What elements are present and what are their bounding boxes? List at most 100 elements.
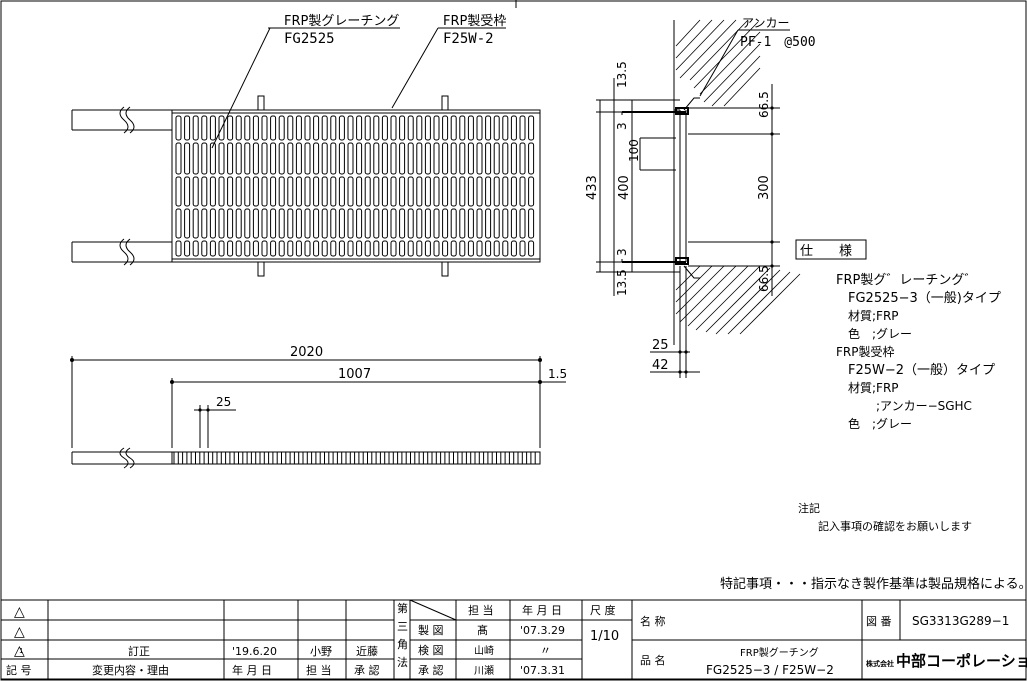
grating-slot — [450, 208, 457, 239]
grating-slot — [528, 176, 535, 207]
grating-slot — [390, 240, 397, 257]
grating-slot — [356, 115, 363, 141]
row-draw: 製 図 — [418, 623, 444, 637]
grating-slot — [252, 240, 259, 257]
grating-slot — [287, 240, 294, 257]
anchor-tab — [257, 95, 265, 111]
col-approve: 承 認 — [354, 663, 380, 677]
grating-slot — [278, 115, 285, 141]
grating-slot — [338, 240, 345, 257]
anchor-tab — [441, 261, 449, 277]
grating-slot — [304, 240, 311, 257]
grating-slot — [407, 240, 414, 257]
dim-1-5: 1.5 — [548, 367, 567, 381]
grating-slot — [467, 115, 474, 141]
grating-slot — [373, 115, 380, 141]
grating-slot — [450, 176, 457, 207]
grating-slot — [235, 208, 242, 239]
side-outline — [171, 451, 541, 465]
grating-slot — [442, 176, 449, 207]
grating-slot — [330, 115, 337, 141]
side-ribs — [173, 452, 536, 464]
grating-slot — [244, 208, 251, 239]
grating-slot — [209, 176, 216, 207]
grating-slot — [304, 176, 311, 207]
grating-slot — [192, 240, 199, 257]
grating-slot — [235, 240, 242, 257]
grating-slot — [209, 208, 216, 239]
grating-outline — [171, 109, 541, 263]
grating-slot — [433, 115, 440, 141]
grating-slot — [459, 115, 466, 141]
grating-slot — [373, 142, 380, 175]
grating-slot — [287, 176, 294, 207]
notes-title: 注記 — [798, 501, 820, 515]
dim-2020: 2020 — [290, 345, 323, 360]
scale-value: 1/10 — [590, 629, 619, 644]
row-check: 検 図 — [418, 643, 444, 657]
spec-title: 仕 様 — [800, 244, 852, 259]
grating-slot — [295, 240, 302, 257]
grating-slot — [261, 142, 268, 175]
grating-slot — [252, 176, 259, 207]
grating-slot — [356, 240, 363, 257]
grating-slot — [347, 142, 354, 175]
grating-slot — [347, 240, 354, 257]
dim-42: 42 — [652, 358, 669, 373]
check-date: 〃 — [540, 644, 551, 657]
grating-slot — [493, 240, 500, 257]
grating-slot — [485, 115, 492, 141]
approve-date: '07.3.31 — [520, 664, 565, 677]
grating-slot — [416, 142, 423, 175]
plan-view: FRP製グレーチング FG2525 FRP製受枠 F25W-2 — [71, 14, 541, 277]
header-charge: 担 当 — [468, 603, 494, 617]
grating-slot — [493, 142, 500, 175]
grating-slot — [356, 142, 363, 175]
grating-slot — [338, 142, 345, 175]
break-mark-bottom — [119, 238, 129, 266]
grating-slot — [424, 240, 431, 257]
spec-line-2: FG2525−3（一般)タイプ — [848, 290, 1001, 306]
grating-slot — [485, 142, 492, 175]
dim-66-5-bottom: 66.5 — [757, 265, 771, 292]
grating-slot — [287, 142, 294, 175]
grating-slot — [227, 115, 234, 141]
col-charge: 担 当 — [306, 663, 332, 677]
grating-slot — [235, 115, 242, 141]
grating-slot — [209, 240, 216, 257]
grating-slot — [399, 208, 406, 239]
grating-slot — [313, 176, 320, 207]
grating-slot — [459, 240, 466, 257]
grating-slot — [227, 240, 234, 257]
grating-slot — [381, 115, 388, 141]
grating-slot — [416, 115, 423, 141]
grating-slot — [528, 142, 535, 175]
grating-slot — [407, 115, 414, 141]
grating-slot — [519, 208, 526, 239]
grating-slot — [270, 240, 277, 257]
grating-slot — [338, 115, 345, 141]
grating-slot — [270, 208, 277, 239]
grating-slot — [295, 176, 302, 207]
grating-slot — [235, 142, 242, 175]
grating-slot — [313, 240, 320, 257]
grating-slot — [381, 176, 388, 207]
grating-slots — [175, 115, 535, 257]
grating-slot — [175, 142, 182, 175]
grating-slot — [244, 115, 251, 141]
grating-slot — [218, 240, 225, 257]
dim-400: 400 — [617, 175, 632, 200]
spec-line-6: F25W−2（一般）タイプ — [848, 362, 995, 378]
grating-slot — [227, 208, 234, 239]
revision-date-3: '19.6.20 — [232, 645, 277, 658]
dim-13-5-top: 13.5 — [615, 61, 629, 88]
label-grating-name: FRP製グレーチング — [284, 14, 399, 29]
grating-slot — [356, 208, 363, 239]
revision-content-3: 訂正 — [128, 644, 150, 658]
grating-slot — [467, 142, 474, 175]
grating-slot — [433, 208, 440, 239]
grating-slot — [364, 176, 371, 207]
grating-slot — [407, 142, 414, 175]
anchor-tab — [441, 95, 449, 111]
grating-slot — [201, 142, 208, 175]
